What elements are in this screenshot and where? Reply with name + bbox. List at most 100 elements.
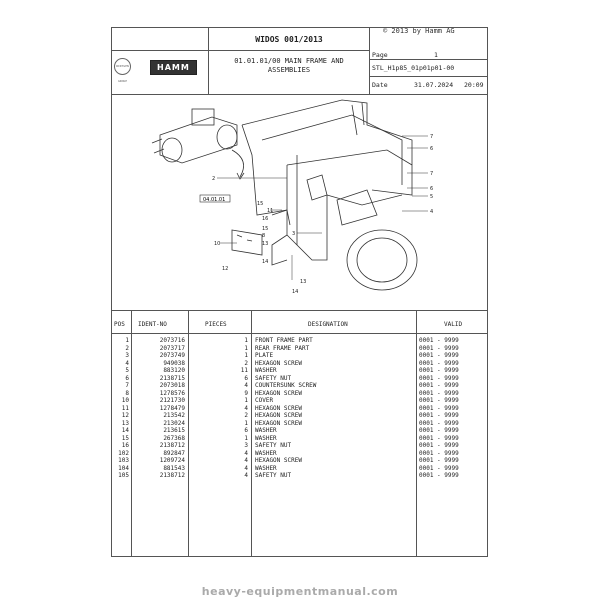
table-cell-pieces: 2 bbox=[244, 412, 248, 419]
callout-label: 5 bbox=[430, 194, 433, 200]
page-frame bbox=[111, 27, 488, 557]
model-title: WIDOS 001/2013 bbox=[209, 29, 369, 51]
table-cell-pos: 2 bbox=[125, 344, 129, 352]
table-cell-ident: 2073717 bbox=[159, 344, 185, 352]
table-cell-designation: SAFETY NUT bbox=[255, 374, 292, 382]
table-cell-pieces: 4 bbox=[244, 464, 248, 472]
table-cell-pieces: 4 bbox=[244, 449, 248, 457]
table-cell-designation: WASHER bbox=[255, 464, 277, 472]
exploded-diagram: 04.01.01 7 6 7 6 5 4 2 15 11 16 15 8 13 … bbox=[151, 99, 433, 295]
table-cell-ident: 2138715 bbox=[159, 374, 185, 382]
hamm-logo: HAMM bbox=[150, 60, 197, 75]
table-cell-designation: HEXAGON SCREW bbox=[255, 389, 302, 397]
table-cell-ident: 1209724 bbox=[159, 457, 185, 464]
wirtgen-logo: WIRTGEN GROUP bbox=[114, 58, 131, 83]
table-cell-designation: WASHER bbox=[255, 449, 277, 457]
copyright: © 2013 by Hamm AG bbox=[383, 27, 455, 35]
callout-label: 7 bbox=[430, 171, 433, 177]
table-cell-pos: 4 bbox=[125, 359, 129, 367]
table-cell-pieces: 11 bbox=[240, 367, 248, 374]
table-cell-valid: 0001 - 9999 bbox=[419, 449, 459, 457]
reference-box-label: 04.01.01 bbox=[203, 197, 225, 203]
table-cell-pieces: 4 bbox=[244, 472, 248, 479]
header-divider bbox=[369, 76, 487, 77]
table-cell-ident: 213615 bbox=[163, 427, 185, 434]
column-header-ident: IDENT-NO bbox=[138, 321, 167, 328]
callout-label: 3 bbox=[292, 231, 295, 237]
table-cell-designation: HEXAGON SCREW bbox=[255, 359, 302, 367]
page-label: Page bbox=[372, 51, 388, 59]
table-cell-valid: 0001 - 9999 bbox=[419, 382, 459, 389]
callout-label: 15 bbox=[262, 226, 268, 232]
table-cell-pieces: 1 bbox=[244, 344, 248, 352]
table-cell-pieces: 1 bbox=[244, 434, 248, 442]
table-cell-ident: 1278576 bbox=[159, 389, 185, 397]
table-cell-pos: 6 bbox=[125, 374, 129, 382]
table-cell-valid: 0001 - 9999 bbox=[419, 412, 459, 419]
document-id: STL_H1p85_01p01p01-00 bbox=[372, 64, 455, 72]
table-cell-valid: 0001 - 9999 bbox=[419, 419, 459, 427]
table-cell-pos: 7 bbox=[125, 382, 129, 389]
table-cell-pieces: 1 bbox=[244, 352, 248, 359]
table-cell-valid: 0001 - 9999 bbox=[419, 389, 459, 397]
header-divider bbox=[369, 59, 487, 60]
table-cell-ident: 2138712 bbox=[159, 472, 185, 479]
table-cell-pos: 102 bbox=[118, 449, 129, 457]
table-cell-designation: HEXAGON SCREW bbox=[255, 419, 302, 427]
table-cell-designation: PLATE bbox=[255, 352, 274, 359]
table-top-border bbox=[112, 310, 487, 311]
column-header-pieces: PIECES bbox=[205, 321, 227, 328]
section-description: 01.01.01/00 MAIN FRAME AND ASSEMBLIES bbox=[234, 57, 344, 74]
table-cell-ident: 2138712 bbox=[159, 442, 185, 449]
table-cell-pos: 10 bbox=[121, 397, 129, 404]
table-cell-pieces: 6 bbox=[244, 374, 248, 382]
table-cell-pos: 11 bbox=[121, 404, 129, 412]
callout-label: 14 bbox=[262, 259, 268, 265]
table-cell-pos: 12 bbox=[121, 412, 129, 419]
callout-label: 14 bbox=[292, 289, 298, 295]
callout-label: 6 bbox=[430, 186, 433, 192]
table-cell-pieces: 1 bbox=[244, 397, 248, 404]
page-number: 1 bbox=[434, 51, 438, 59]
watermark: heavy-equipmentmanual.com bbox=[201, 585, 399, 598]
table-cell-pieces: 9 bbox=[244, 389, 248, 397]
column-divider bbox=[188, 310, 189, 556]
table-cell-designation: HEXAGON SCREW bbox=[255, 457, 302, 464]
table-cell-valid: 0001 - 9999 bbox=[419, 352, 459, 359]
table-cell-pieces: 3 bbox=[244, 442, 248, 449]
callout-label: 13 bbox=[262, 241, 268, 247]
date-value: 31.07.2024 bbox=[414, 81, 454, 89]
table-header-border bbox=[112, 333, 487, 334]
table-cell-pos: 3 bbox=[125, 352, 129, 359]
table-cell-ident: 892847 bbox=[163, 449, 185, 457]
date-label: Date bbox=[372, 81, 388, 89]
callout-label: 12 bbox=[222, 266, 228, 272]
table-cell-pos: 105 bbox=[118, 472, 129, 479]
table-cell-designation: SAFETY NUT bbox=[255, 442, 292, 449]
table-cell-ident: 213542 bbox=[163, 412, 185, 419]
time-value: 20:09 bbox=[464, 81, 484, 89]
table-cell-valid: 0001 - 9999 bbox=[419, 472, 459, 479]
column-divider bbox=[251, 310, 252, 556]
table-cell-ident: 1278479 bbox=[159, 404, 185, 412]
column-divider bbox=[131, 310, 132, 556]
table-cell-ident: 881543 bbox=[163, 464, 185, 472]
table-cell-ident: 2073018 bbox=[159, 382, 185, 389]
callout-label: 2 bbox=[212, 176, 215, 182]
table-cell-valid: 0001 - 9999 bbox=[419, 397, 459, 404]
callout-label: 11 bbox=[267, 208, 273, 214]
callout-label: 16 bbox=[262, 216, 268, 222]
table-cell-pieces: 4 bbox=[244, 382, 248, 389]
callout-label: 13 bbox=[300, 279, 306, 285]
table-cell-pieces: 1 bbox=[244, 419, 248, 427]
table-cell-pieces: 4 bbox=[244, 457, 248, 464]
callout-label: 6 bbox=[430, 146, 433, 152]
table-cell-valid: 0001 - 9999 bbox=[419, 337, 459, 344]
table-cell-pos: 1 bbox=[125, 337, 129, 344]
table-cell-ident: 2121730 bbox=[159, 397, 185, 404]
header-divider bbox=[208, 28, 209, 94]
table-cell-ident: 949038 bbox=[163, 359, 185, 367]
table-cell-pos: 5 bbox=[125, 367, 129, 374]
table-cell-pos: 16 bbox=[121, 442, 129, 449]
table-cell-pieces: 1 bbox=[244, 337, 248, 344]
